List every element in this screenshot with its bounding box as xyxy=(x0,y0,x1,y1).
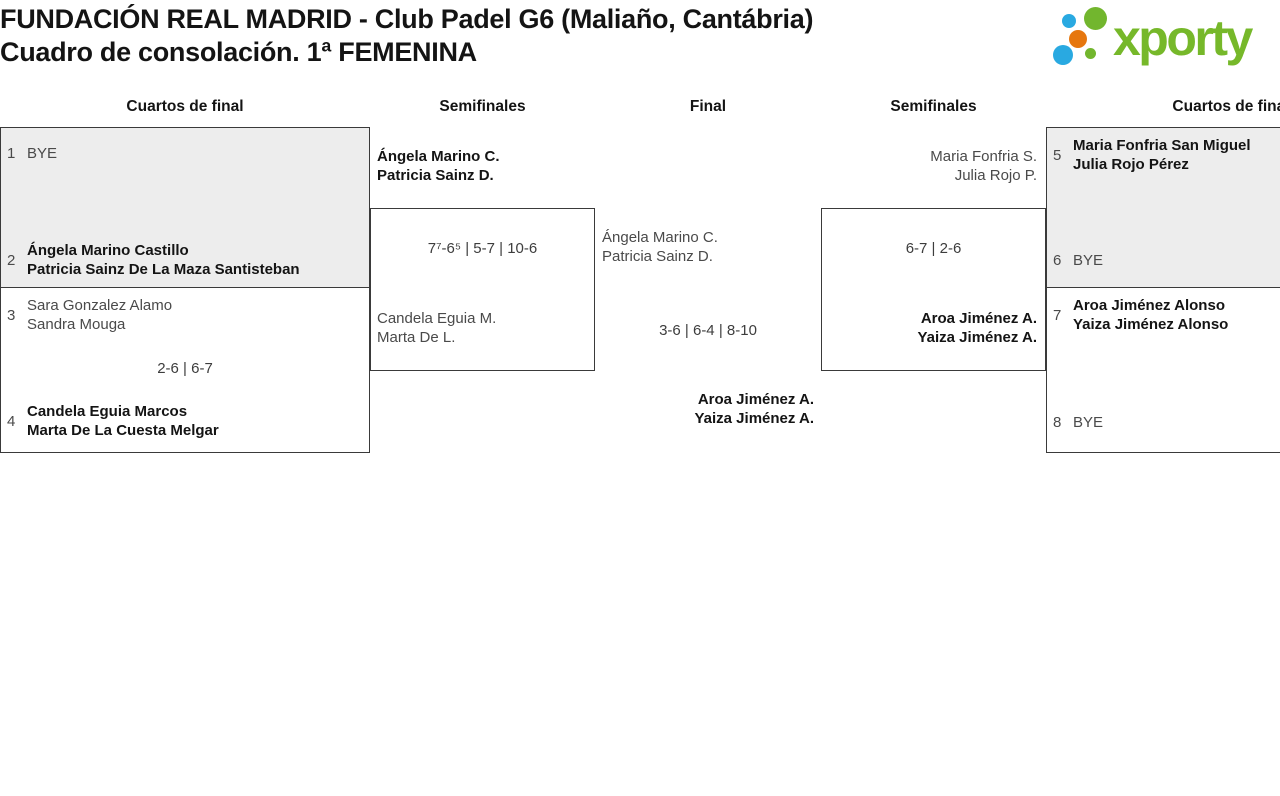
round-header-final: Final xyxy=(689,98,727,115)
player-name: BYE xyxy=(1073,252,1104,269)
logo-dot-orange-icon xyxy=(1069,30,1087,48)
team-entry-seed5: 5 Maria Fonfria San Miguel Julia Rojo Pé… xyxy=(1053,136,1251,174)
player-name: Julia Rojo P. xyxy=(954,167,1037,184)
seed-number: 1 xyxy=(7,145,16,162)
match-box-qf-left-2[interactable] xyxy=(0,287,370,453)
seed-number: 8 xyxy=(1053,414,1062,431)
logo-dot-green-small-icon xyxy=(1085,48,1096,59)
team-entry-seed8: 8 BYE xyxy=(1053,413,1103,432)
team-entry-champion: Aroa Jiménez A. Yaiza Jiménez A. xyxy=(514,390,814,428)
team-entry-final-top: Ángela Marino C. Patricia Sainz D. xyxy=(602,228,718,266)
player-name: Aroa Jiménez Alonso xyxy=(1073,297,1225,314)
player-name: Aroa Jiménez A. xyxy=(697,391,814,408)
player-name: Yaiza Jiménez A. xyxy=(917,329,1037,346)
seed-number: 3 xyxy=(7,306,16,324)
player-name: Yaiza Jiménez A. xyxy=(694,410,814,427)
round-header-qf-left: Cuartos de final xyxy=(126,98,244,115)
match-score-sf-right: 6-7 | 2-6 xyxy=(905,240,962,257)
match-score-final: 3-6 | 6-4 | 8-10 xyxy=(659,322,757,339)
team-entry-seed2: 2 Ángela Marino Castillo Patricia Sainz … xyxy=(7,241,300,279)
team-entry-sf-left-bottom: Candela Eguia M. Marta De L. xyxy=(377,309,496,347)
seed-number: 2 xyxy=(7,251,16,269)
player-name: Marta De L. xyxy=(377,329,456,346)
page-title: FUNDACIÓN REAL MADRID - Club Padel G6 (M… xyxy=(0,3,813,69)
team-entry-seed3: 3 Sara Gonzalez Alamo Sandra Mouga xyxy=(7,296,172,334)
team-entry-seed7: 7 Aroa Jiménez Alonso Yaiza Jiménez Alon… xyxy=(1053,296,1228,334)
match-score-qf-left-2: 2-6 | 6-7 xyxy=(157,360,213,377)
team-entry-seed1: 1 BYE xyxy=(7,144,57,163)
team-entry-seed6: 6 BYE xyxy=(1053,251,1103,270)
player-name: Sara Gonzalez Alamo xyxy=(27,297,173,314)
player-name: Patricia Sainz D. xyxy=(377,167,494,184)
player-name: Ángela Marino C. xyxy=(377,148,500,165)
player-name: Julia Rojo Pérez xyxy=(1073,156,1189,173)
player-name: Patricia Sainz D. xyxy=(602,248,713,265)
player-name: Maria Fonfria San Miguel xyxy=(1073,137,1251,154)
xporty-logo-text: xporty xyxy=(1113,10,1253,66)
seed-number: 6 xyxy=(1053,252,1062,269)
match-box-qf-right-1[interactable] xyxy=(1046,127,1280,288)
player-name: Aroa Jiménez A. xyxy=(920,310,1037,327)
title-line-1: FUNDACIÓN REAL MADRID - Club Padel G6 (M… xyxy=(0,4,814,34)
player-name: Patricia Sainz De La Maza Santisteban xyxy=(27,261,300,278)
player-name: Yaiza Jiménez Alonso xyxy=(1073,316,1229,333)
match-box-sf-left[interactable] xyxy=(370,208,595,371)
team-entry-sf-left-top: Ángela Marino C. Patricia Sainz D. xyxy=(377,147,500,185)
player-name: Candela Eguia M. xyxy=(377,310,497,327)
match-box-qf-right-2[interactable] xyxy=(1046,287,1280,453)
player-name: Ángela Marino C. xyxy=(602,229,718,246)
player-name: BYE xyxy=(27,145,58,162)
team-entry-sf-right-bottom: Aroa Jiménez A. Yaiza Jiménez A. xyxy=(737,309,1037,347)
player-name: Candela Eguia Marcos xyxy=(27,403,188,420)
logo-dot-blue-large-icon xyxy=(1053,45,1073,65)
team-entry-seed4: 4 Candela Eguia Marcos Marta De La Cuest… xyxy=(7,402,219,440)
player-name: Maria Fonfria S. xyxy=(930,148,1037,165)
seed-number: 4 xyxy=(7,412,16,430)
round-header-qf-right: Cuartos de final xyxy=(1172,98,1280,115)
player-name: BYE xyxy=(1073,414,1104,431)
match-box-sf-right[interactable] xyxy=(821,208,1046,371)
round-header-sf-right: Semifinales xyxy=(890,98,977,115)
player-name: Marta De La Cuesta Melgar xyxy=(27,422,219,439)
seed-number: 7 xyxy=(1053,306,1062,324)
team-entry-sf-right-top: Maria Fonfria S. Julia Rojo P. xyxy=(737,147,1037,185)
round-header-sf-left: Semifinales xyxy=(439,98,526,115)
logo-dot-green-large-icon xyxy=(1084,7,1107,30)
match-score-sf-left: 7⁷-6⁵ | 5-7 | 10-6 xyxy=(427,240,538,257)
logo-dot-blue-small-icon xyxy=(1062,14,1076,28)
seed-number: 5 xyxy=(1053,146,1062,164)
player-name: Sandra Mouga xyxy=(27,316,126,333)
player-name: Ángela Marino Castillo xyxy=(27,242,189,259)
title-line-2: Cuadro de consolación. 1ª FEMENINA xyxy=(0,37,477,67)
